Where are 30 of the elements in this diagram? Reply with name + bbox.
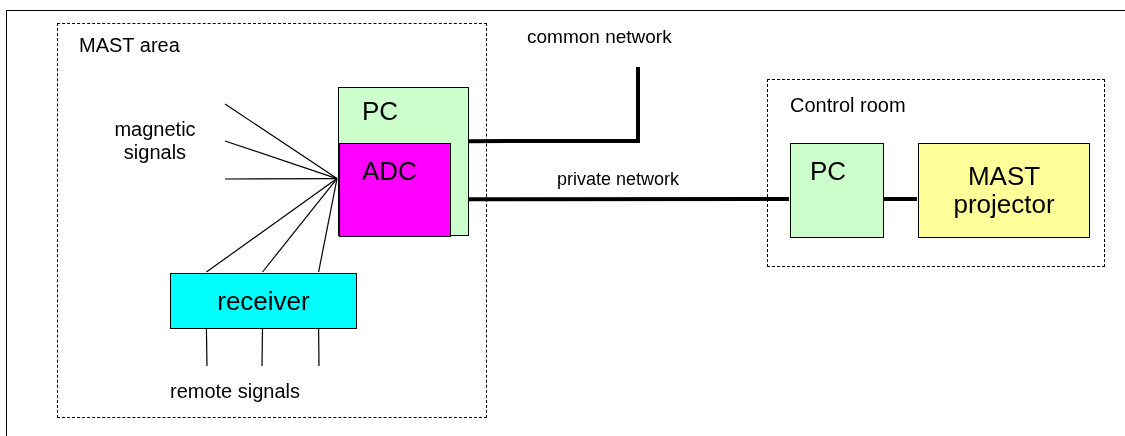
signal-wire [261,327,264,367]
component-box [339,143,451,237]
dashed-region [57,23,487,418]
component-label: receiver [216,286,311,316]
component-label: ADC [362,157,417,186]
component-box [790,143,884,238]
signal-wire [318,327,320,367]
network-cable [883,197,917,201]
component-label: MAST projector [952,161,1056,220]
component-box [918,143,1090,238]
signal-wire [224,103,338,180]
network-cable [468,197,789,202]
signal-wire [318,178,338,273]
dashed-region [767,79,1105,267]
signal-wire [205,327,208,367]
network-label: common network [527,26,673,48]
region-label: Control room [790,94,906,116]
signal-wire [224,178,338,180]
signal-wire [261,178,338,273]
component-box [170,273,357,329]
region-label: MAST area [79,34,180,56]
component-label: PC [810,157,847,186]
edge-label: private network [555,170,682,190]
component-label: PC [362,97,399,126]
network-cable [468,67,640,144]
signal-wire [224,140,338,180]
signal-wire [205,178,338,273]
signal-label: remote signals [170,380,302,403]
component-box [338,87,469,236]
signal-label: magnetic signals [113,118,197,164]
